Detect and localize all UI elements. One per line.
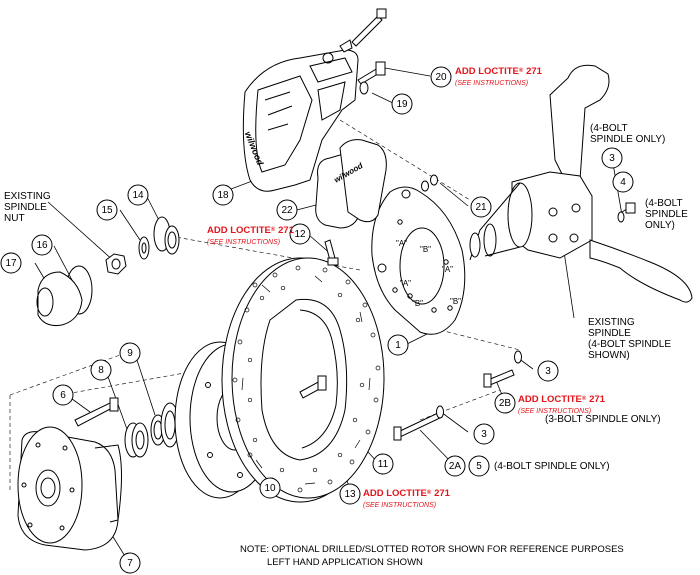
brake-pads (315, 139, 387, 229)
spindle-nut (105, 253, 127, 275)
callout-16: 16 (36, 240, 48, 251)
callout-15: 15 (101, 205, 113, 216)
four-bolt-spindle-only-label-top: (4-BOLT SPINDLE ONLY) (590, 123, 666, 145)
wheel-stud (74, 397, 119, 427)
bracket-mark-b: "B" (450, 297, 462, 306)
caliper-mounting-bolt (357, 61, 386, 95)
spindle-washer (138, 236, 150, 260)
bracket-mark-b: "B" (420, 245, 432, 254)
callout-21: 21 (475, 202, 487, 213)
four-bolt-spindle-only-label-bottom: (4-BOLT SPINDLE ONLY) (494, 461, 610, 472)
callout-12: 12 (294, 229, 306, 240)
callout-4: 4 (620, 177, 626, 188)
bracket-mark-a: "A" (400, 279, 412, 288)
callout-2b: 2B (498, 398, 512, 409)
bracket-mark-a: "A" (396, 239, 408, 248)
callout-10: 10 (264, 483, 276, 494)
loctite-note-20: ADD LOCTITE® 271 (SEE INSTRUCTIONS) (455, 66, 542, 87)
callout-18: 18 (217, 190, 229, 201)
callout-8: 8 (98, 365, 104, 376)
pad-retaining-pin (351, 8, 387, 47)
caliper (242, 39, 359, 192)
spindle-bolt (617, 202, 636, 223)
callout-circles (0, 66, 634, 574)
four-bolt-spindle-only-label-right: (4-BOLT SPINDLE ONLY) (645, 198, 688, 231)
existing-spindle-label: EXISTING SPINDLE (4-BOLT SPINDLE SHOWN) (588, 317, 671, 361)
callout-1-bracket: 1 (395, 340, 401, 351)
three-bolt-spindle-only-label: (3-BOLT SPINDLE ONLY) (545, 414, 661, 425)
spindle (469, 64, 693, 303)
bracket-mark-b: "B" (412, 299, 424, 308)
loctite-note-2b: ADD LOCTITE® 271 (SEE INSTRUCTIONS) (518, 394, 605, 415)
callout-20: 20 (435, 72, 447, 83)
callout-6: 6 (60, 390, 66, 401)
loctite-note-13: ADD LOCTITE® 271 (SEE INSTRUCTIONS) (363, 488, 450, 509)
inner-bearing (124, 414, 166, 458)
rotor-bolt (299, 375, 327, 399)
rotor (221, 257, 385, 503)
callout-14: 14 (132, 190, 144, 201)
callout-13: 13 (344, 489, 356, 500)
callout-5: 5 (476, 461, 482, 472)
shim-washers (421, 174, 438, 192)
callout-17: 17 (5, 258, 17, 269)
callout-9: 9 (127, 348, 133, 359)
callout-7: 7 (127, 558, 133, 569)
existing-spindle-nut-label: EXISTING SPINDLE NUT (4, 191, 51, 224)
bracket-mark-a: "A" (442, 265, 454, 274)
callout-3-upper: 3 (545, 366, 551, 377)
reference-note: NOTE: OPTIONAL DRILLED/SLOTTED ROTOR SHO… (240, 544, 624, 568)
hub (17, 426, 122, 551)
callout-3-spindle: 3 (609, 153, 615, 164)
callout-19: 19 (396, 99, 408, 110)
callout-22: 22 (281, 205, 293, 216)
caliper-bolt (324, 239, 339, 266)
callout-3-lower: 3 (481, 429, 487, 440)
caliper-bracket (371, 186, 466, 335)
bracket-bolts (393, 350, 522, 441)
loctite-note-12: ADD LOCTITE® 271 (SEE INSTRUCTIONS) (207, 225, 294, 246)
outer-bearing (153, 216, 180, 255)
callout-2a: 2A (448, 461, 462, 472)
callout-11: 11 (377, 459, 389, 470)
dust-cap (36, 271, 83, 326)
